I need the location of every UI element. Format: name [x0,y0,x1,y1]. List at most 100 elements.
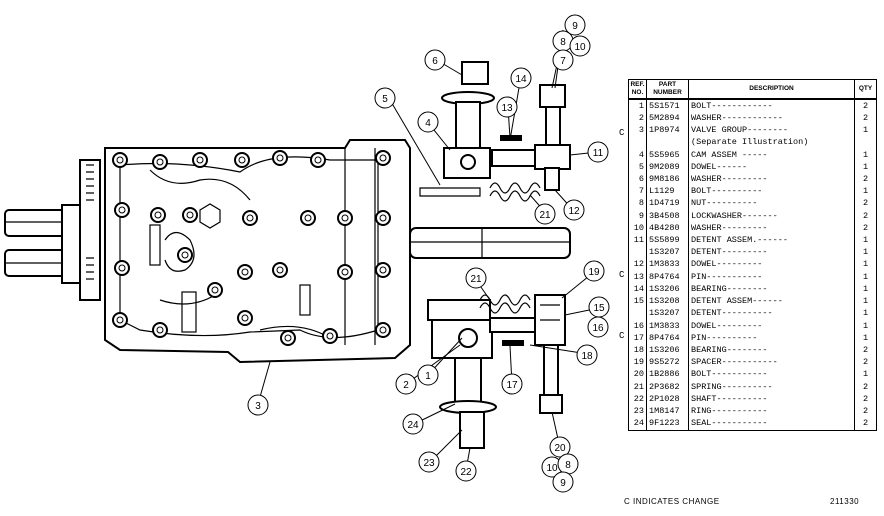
callout-9-bottom: 9 [552,471,574,493]
part-number-cell: 4B4280 [646,222,689,235]
ref-cell: 17 [628,332,647,345]
qty-cell: 2 [854,222,877,235]
description-cell: DOWEL--------- [688,319,855,333]
description-cell: BOLT------------ [688,99,855,113]
qty-cell: 2 [854,405,877,418]
part-number-cell: 1M8147 [646,405,689,418]
part-number-cell [646,136,689,149]
qty-cell: 1 [854,258,877,272]
svg-text:18: 18 [581,351,593,362]
description-cell: WASHER--------- [688,173,855,186]
qty-cell: 1 [854,148,877,162]
description-cell: SHAFT---------- [688,393,855,406]
description-cell: BEARING-------- [688,344,855,357]
ref-cell: 14 [628,283,647,296]
qty-cell: 2 [854,209,877,223]
description-cell: WASHER--------- [688,222,855,235]
callout-12: 12 [563,199,585,221]
part-number-cell: L1129 [646,185,689,198]
svg-text:24: 24 [407,420,419,431]
description-cell: PIN----------- [688,271,855,284]
ref-cell: 11 [628,234,647,247]
svg-text:16: 16 [592,323,604,334]
ref-cell: 10 [628,222,647,235]
part-number-cell: 3B4508 [646,209,689,223]
svg-text:7: 7 [560,56,566,67]
description-cell: DETENT---------- [688,307,855,320]
ref-cell: 19 [628,356,647,369]
bolt-holes [112,150,391,346]
svg-text:8: 8 [560,37,566,48]
qty-cell: 1 [854,271,877,284]
qty-cell: 1 [854,185,877,198]
callout-6: 6 [424,49,446,71]
svg-text:21: 21 [470,274,482,285]
part-number-cell: 1B2886 [646,368,689,382]
svg-text:5: 5 [382,94,388,105]
qty-cell: 2 [854,393,877,406]
qty-cell: 1 [854,319,877,333]
ref-cell: 16 [628,319,647,333]
part-number-cell: 5S1571 [646,99,689,113]
ref-cell: 7 [628,185,647,198]
part-number-cell: 1P8974 [646,124,689,137]
description-cell: RING----------- [688,405,855,418]
svg-text:9: 9 [572,21,578,32]
ref-cell: 18 [628,344,647,357]
qty-cell: 1 [854,307,877,320]
part-number-cell: 1D4719 [646,197,689,210]
qty-cell: 1 [854,161,877,174]
ref-cell: 2 [628,112,647,125]
qty-cell: 2 [854,417,877,431]
callout-17: 17 [501,373,523,395]
lower-detent-assembly [427,294,566,449]
callout-8-bottom: 8 [557,453,579,475]
ref-cell: 23 [628,405,647,418]
part-number-cell: 5M2894 [646,112,689,125]
qty-cell: 2 [854,356,877,369]
table-row: 1S3207 DETENT---------1 [628,246,877,259]
svg-text:9: 9 [560,478,566,489]
callout-10-top: 10 [569,35,591,57]
part-number-cell: 2P3682 [646,381,689,394]
header-ref-no: REF. NO. [628,79,647,100]
part-number-cell: 9M8186 [646,173,689,186]
callout-15: 15 [588,296,610,318]
svg-text:15: 15 [593,303,605,314]
svg-text:10: 10 [574,42,586,53]
description-cell: CAM ASSEM ----- [688,148,855,162]
qty-cell: 2 [854,197,877,210]
callout-19: 19 [583,260,605,282]
ref-cell [628,307,647,320]
part-number-cell: 1M3833 [646,319,689,333]
change-mark-row-3: C [619,128,625,138]
callout-16: 16 [587,316,609,338]
ref-cell: 6 [628,173,647,186]
description-cell: DETENT ASSEM.------ [688,234,855,247]
ref-cell: 5 [628,161,647,174]
ref-cell: 12 [628,258,647,272]
description-cell: SPRING---------- [688,381,855,394]
table-row: (Separate Illustration) [628,136,877,149]
ref-cell: 24 [628,417,647,431]
callout-4: 4 [417,111,439,133]
part-number-cell: 1S3207 [646,246,689,259]
description-cell: SPACER----------- [688,356,855,369]
svg-text:1: 1 [425,371,431,382]
qty-cell: 2 [854,112,877,125]
ref-cell: 9 [628,209,647,223]
upper-cam-assembly [419,61,571,202]
description-cell: WASHER------------ [688,112,855,125]
